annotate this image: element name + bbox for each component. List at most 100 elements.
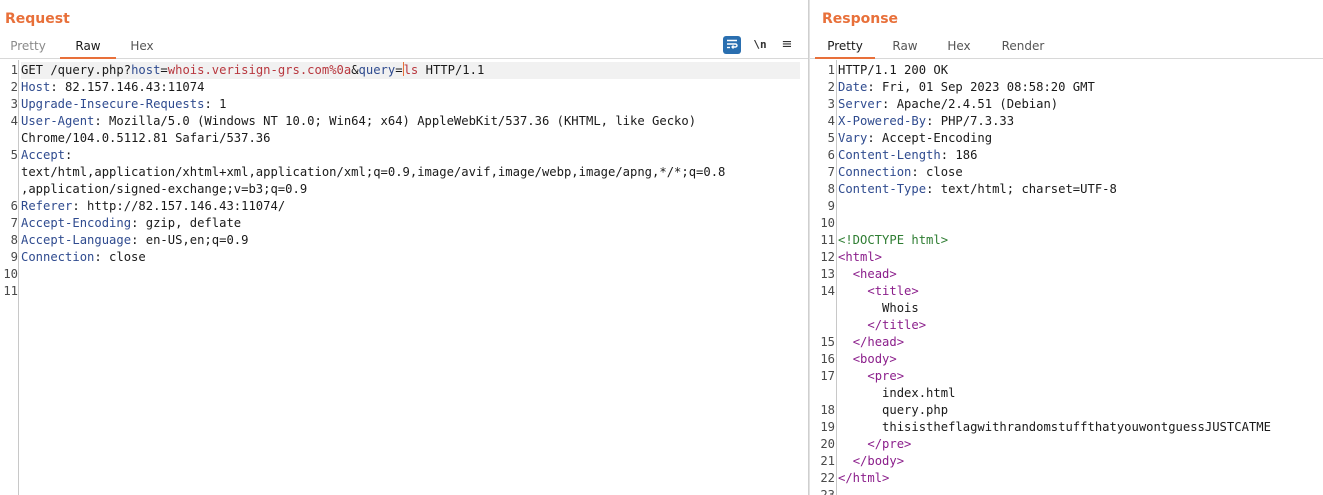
- line-number: 10: [3, 267, 18, 281]
- line-number: 5: [827, 131, 835, 145]
- header-value-continuation: text/html,application/xhtml+xml,applicat…: [21, 165, 726, 179]
- status-line: 1 HTTP/1.1 200 OK: [828, 62, 1319, 79]
- html-tag: <title>: [867, 284, 919, 298]
- header-value: : Accept-Encoding: [867, 131, 993, 145]
- html-tag: <html>: [838, 250, 883, 264]
- line-number: 4: [827, 114, 835, 128]
- line-number: 4: [10, 114, 18, 128]
- header-value: : 1: [204, 97, 227, 111]
- flag-text: thisistheflagwithrandomstuffthatyouwontg…: [882, 420, 1271, 434]
- header-line: 8 Accept-Language: en-US,en;q=0.9: [11, 232, 800, 249]
- empty-line: 10: [3, 266, 800, 283]
- header-value: : text/html; charset=UTF-8: [926, 182, 1117, 196]
- header-value: : http://82.157.146.43:11074/: [72, 199, 286, 213]
- request-pane: Request Pretty Raw Hex \n ≡ 1 GET /query…: [0, 11, 808, 495]
- line-number: 1: [10, 63, 18, 77]
- header-value: : Apache/2.4.51 (Debian): [882, 97, 1059, 111]
- line-number: 2: [10, 80, 18, 94]
- status-text: HTTP/1.1 200 OK: [838, 63, 949, 77]
- response-tabs: Pretty Raw Hex Render: [810, 37, 1323, 59]
- header-value: : Mozilla/5.0 (Windows NT 10.0; Win64; x…: [94, 114, 697, 128]
- header-name: Accept-Language: [21, 233, 132, 247]
- line-number: 15: [820, 335, 835, 349]
- title-text: Whois: [882, 301, 919, 315]
- request-title: Request: [5, 11, 70, 27]
- html-line: 17 <pre>: [820, 368, 1319, 385]
- line-number: 9: [10, 250, 18, 264]
- line-number: 22: [820, 471, 835, 485]
- header-name: Accept-Encoding: [21, 216, 132, 230]
- html-tag: </head>: [852, 335, 905, 349]
- header-line: 6 Referer: http://82.157.146.43:11074/: [11, 198, 800, 215]
- empty-line: 10: [820, 215, 1319, 232]
- show-newlines-button[interactable]: \n: [753, 38, 767, 51]
- response-tab-render[interactable]: Render: [1001, 39, 1045, 53]
- response-tab-raw[interactable]: Raw: [892, 39, 918, 53]
- header-name: Date: [838, 80, 868, 94]
- header-name: Accept: [21, 148, 66, 162]
- header-name: Connection: [21, 250, 95, 264]
- options-menu-icon[interactable]: ≡: [781, 37, 793, 52]
- line-number: 9: [827, 199, 835, 213]
- html-tag: <head>: [852, 267, 897, 281]
- html-line: index.html: [838, 385, 1319, 402]
- line-number: 20: [820, 437, 835, 451]
- request-code[interactable]: 1 GET /query.php?host=whois.verisign-grs…: [3, 62, 800, 300]
- pre-content: query.php: [882, 403, 949, 417]
- pane-divider[interactable]: [808, 0, 810, 495]
- text-cursor: [402, 62, 404, 76]
- param-equals: =: [395, 63, 403, 77]
- response-tab-hex[interactable]: Hex: [947, 39, 971, 53]
- html-line: 11<!DOCTYPE html>: [820, 232, 1319, 249]
- header-line: 5 Accept: text/html,application/xhtml+xm…: [11, 147, 800, 198]
- header-name: Content-Type: [838, 182, 927, 196]
- line-number: 7: [827, 165, 835, 179]
- html-tag: <pre>: [867, 369, 905, 383]
- word-wrap-icon: [727, 39, 738, 49]
- response-tab-pretty[interactable]: Pretty: [815, 37, 875, 59]
- param-name-host: host: [131, 63, 161, 77]
- request-tab-pretty[interactable]: Pretty: [10, 39, 46, 53]
- header-name: Vary: [838, 131, 868, 145]
- request-tab-hex[interactable]: Hex: [130, 39, 154, 53]
- line-number-gutter: [0, 60, 19, 495]
- html-line: 19 thisistheflagwithrandomstuffthatyouwo…: [820, 419, 1319, 436]
- line-number: 5: [10, 148, 18, 162]
- line-number: 17: [820, 369, 835, 383]
- html-tag: <body>: [852, 352, 897, 366]
- header-line: 3 Upgrade-Insecure-Requests: 1: [11, 96, 800, 113]
- header-value: : gzip, deflate: [131, 216, 242, 230]
- request-tabs: Pretty Raw Hex: [0, 37, 808, 59]
- header-value: : 82.157.146.43:11074: [50, 80, 205, 94]
- line-number: 19: [820, 420, 835, 434]
- line-number: 2: [827, 80, 835, 94]
- response-pane: Response Pretty Raw Hex Render 1 HTTP/1.…: [810, 0, 1323, 495]
- line-number: 6: [827, 148, 835, 162]
- line-number: 8: [10, 233, 18, 247]
- word-wrap-toggle-button[interactable]: [723, 36, 741, 54]
- request-tab-raw[interactable]: Raw: [60, 37, 116, 59]
- html-line: 21 </body>: [820, 453, 1319, 470]
- html-tag: </pre>: [867, 437, 912, 451]
- line-number: 23: [820, 488, 835, 495]
- line-number: 10: [820, 216, 835, 230]
- header-name: Server: [838, 97, 883, 111]
- line-number: 1: [827, 63, 835, 77]
- html-line: 22</html>: [820, 470, 1319, 487]
- param-value-query: ls: [403, 63, 419, 77]
- request-editor[interactable]: 1 GET /query.php?host=whois.verisign-grs…: [0, 60, 808, 495]
- html-line: 15 </head>: [820, 334, 1319, 351]
- request-line: 1 GET /query.php?host=whois.verisign-grs…: [11, 62, 800, 79]
- header-line: 4 User-Agent: Mozilla/5.0 (Windows NT 10…: [11, 113, 800, 147]
- line-number: 3: [10, 97, 18, 111]
- line-number: 14: [820, 284, 835, 298]
- line-number: 11: [3, 284, 18, 298]
- header-value-continuation: ,application/signed-exchange;v=b3;q=0.9: [21, 182, 308, 196]
- header-value: : Fri, 01 Sep 2023 08:58:20 GMT: [867, 80, 1095, 94]
